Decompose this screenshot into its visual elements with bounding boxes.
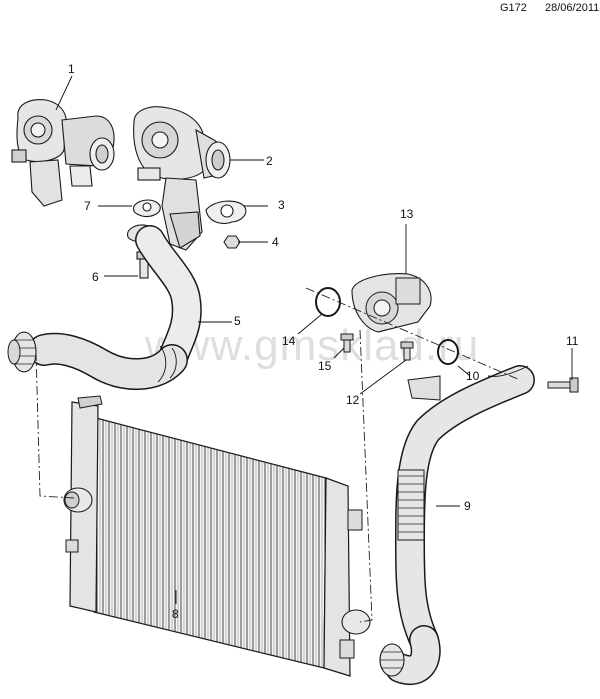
callout-4: 4: [272, 235, 279, 249]
callout-7: 7: [84, 199, 91, 213]
callout-9: 9: [464, 499, 471, 513]
intake-pipe-part-9: [379, 365, 535, 685]
o-ring-part-10: [437, 339, 459, 365]
turbocharger-left-part: [11, 99, 115, 207]
callout-10: 10: [466, 369, 480, 383]
bolt-part-11: [547, 377, 579, 393]
nut-part-4: [223, 235, 241, 249]
callout-2: 2: [266, 154, 273, 168]
leader-lines: [55, 75, 573, 604]
diagram-date: 28/06/2011: [545, 2, 600, 14]
callout-12: 12: [346, 393, 360, 407]
callout-3: 3: [278, 198, 285, 212]
diagram-code: G172: [500, 2, 527, 14]
callout-1: 1: [68, 62, 75, 76]
screw-part-12: [400, 341, 414, 361]
callout-8: 8: [172, 607, 179, 621]
watermark-text: www.gmsklad.ru: [144, 321, 479, 370]
turbocharger-right-part: [133, 106, 231, 251]
callout-13: 13: [400, 207, 414, 221]
callout-5: 5: [234, 314, 241, 328]
callout-6: 6: [92, 270, 99, 284]
callout-15: 15: [318, 359, 332, 373]
alignment-lines: [35, 287, 521, 623]
callout-14: 14: [282, 334, 296, 348]
intercooler-part-8: [63, 395, 371, 677]
charge-air-pipe-part-5: [7, 225, 202, 390]
bolt-part-15: [340, 333, 354, 353]
callout-11: 11: [566, 334, 579, 348]
o-ring-part-14: [315, 287, 341, 317]
throttle-body-part-13: [351, 273, 432, 333]
